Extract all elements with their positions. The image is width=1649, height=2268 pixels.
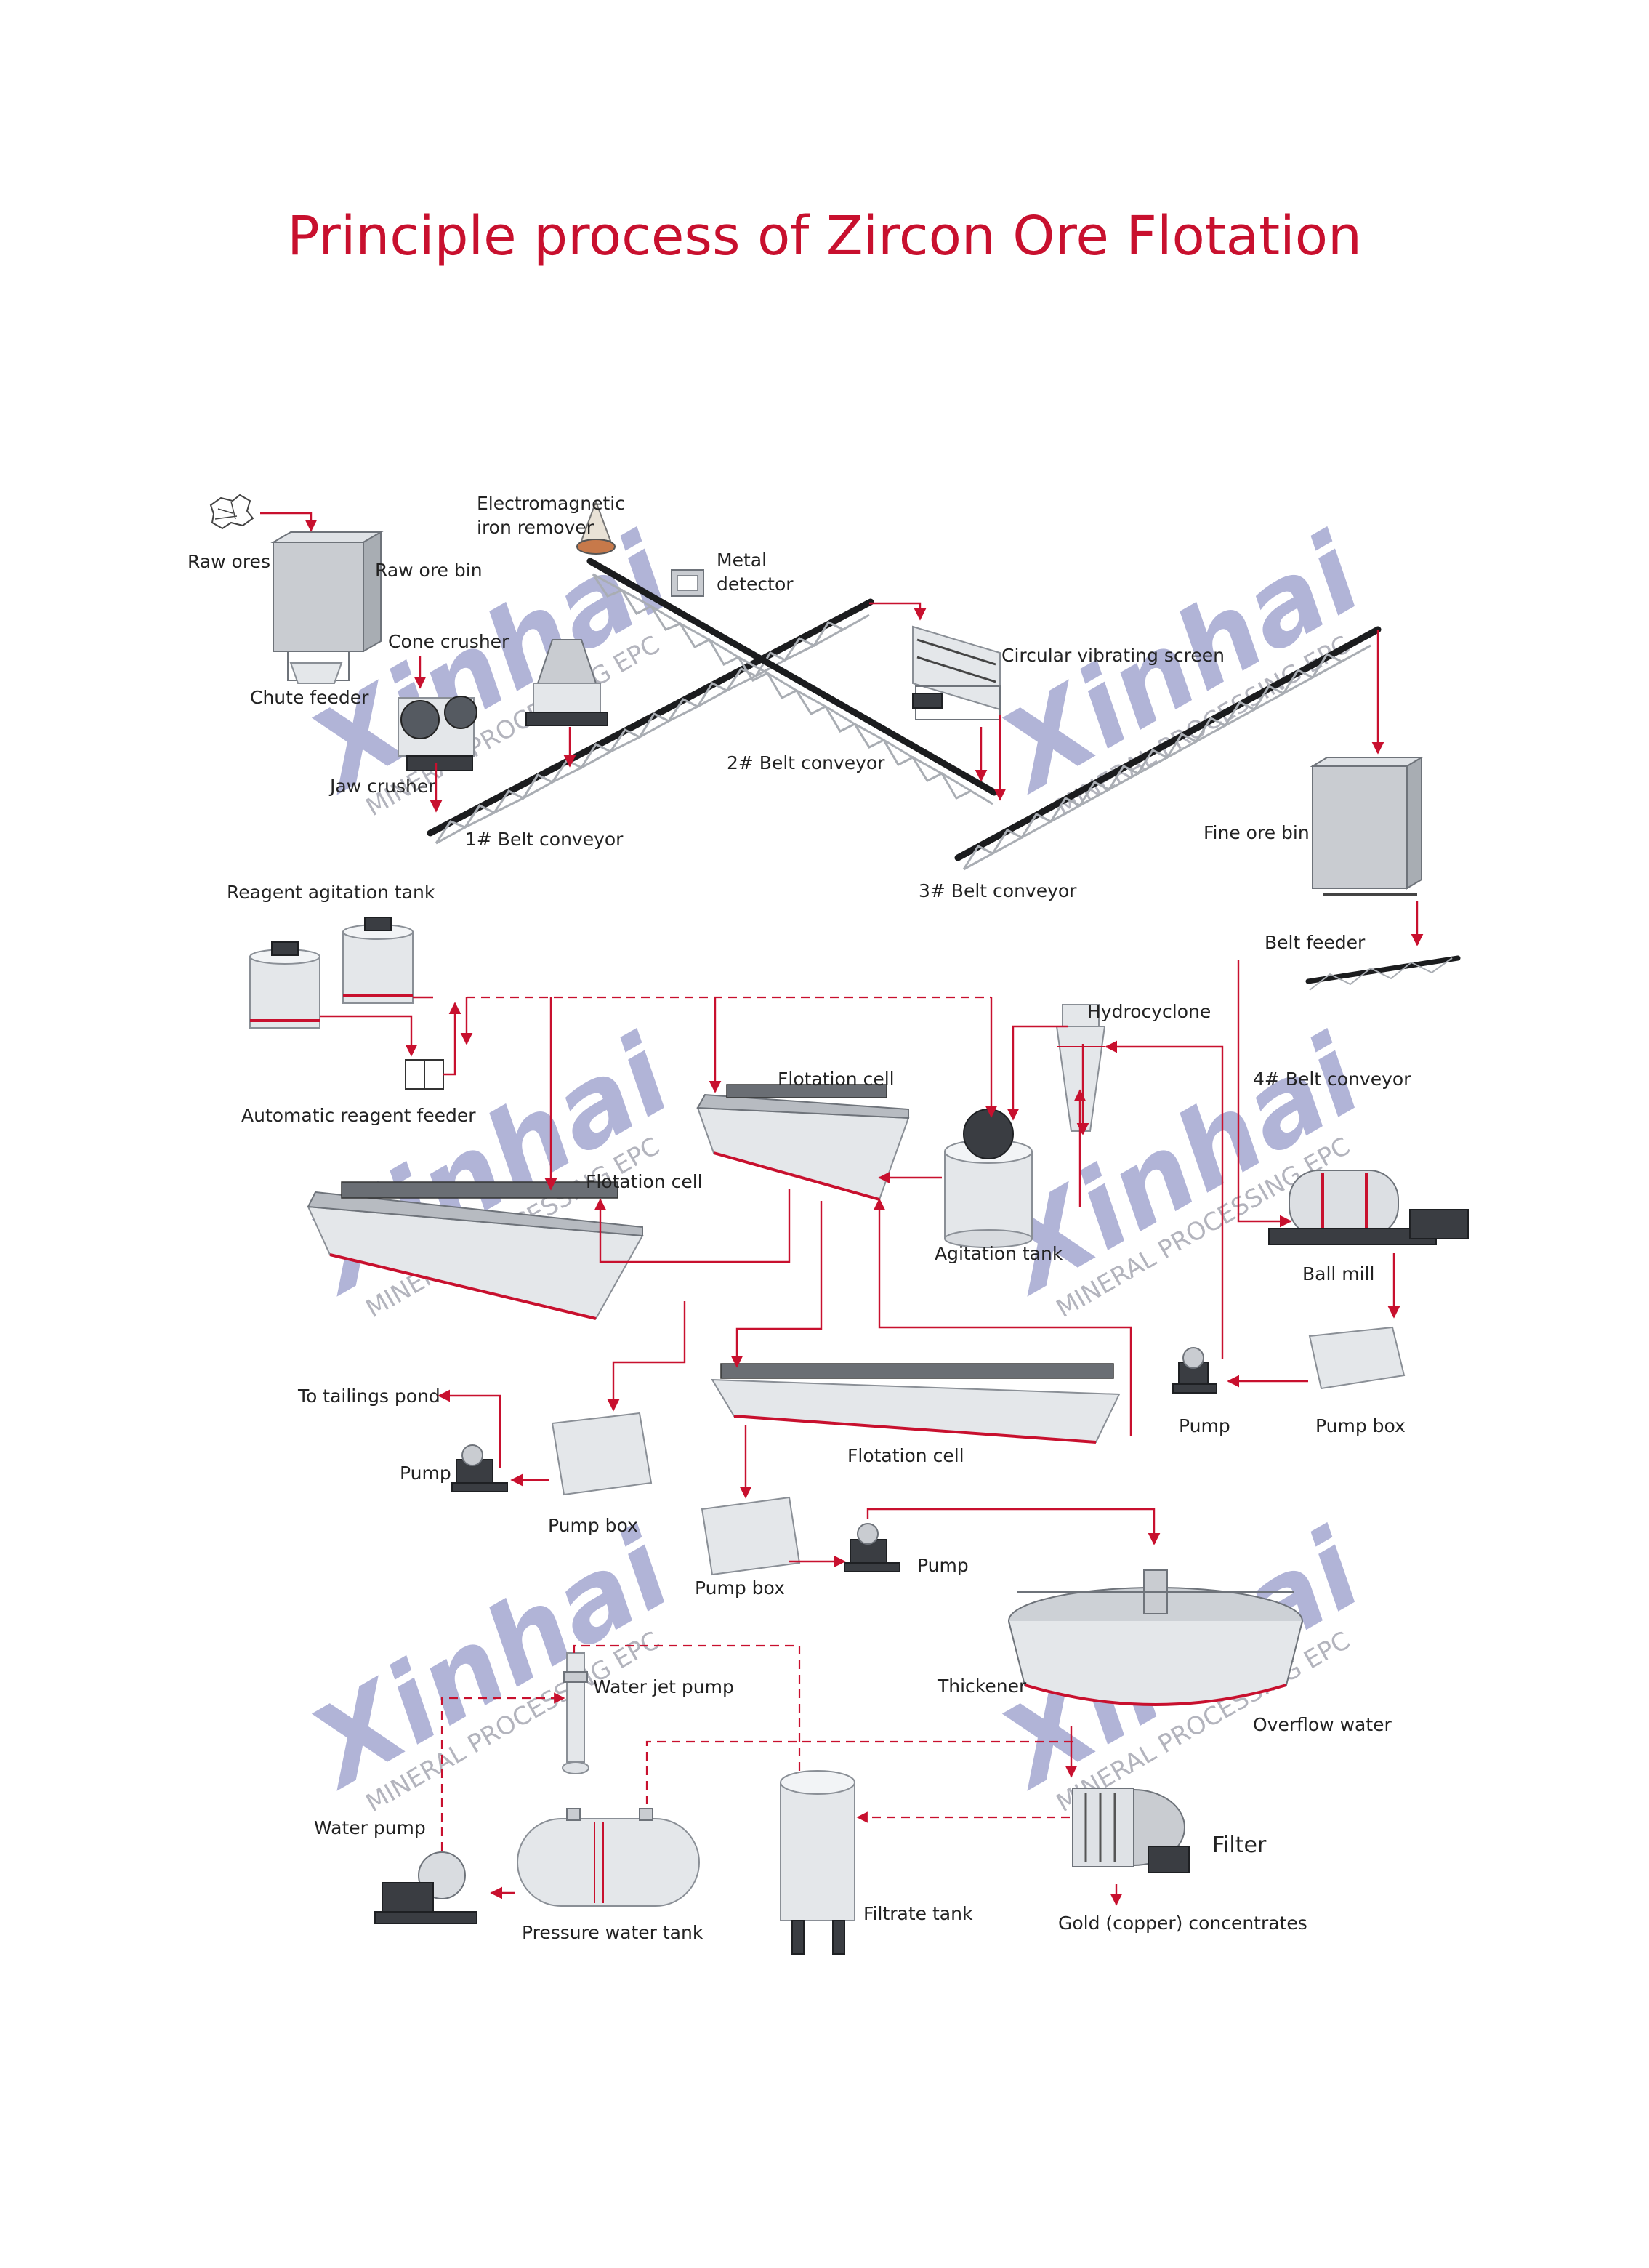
dewatering-flow-lines [440,1644,1123,1906]
pump-center [844,1523,900,1572]
filter-label: Filter [1212,1833,1267,1858]
flotation-cell-left [307,1181,644,1320]
flotation-cell-top-label: Flotation cell [778,1069,895,1090]
thickener-label: Thickener [937,1676,1027,1697]
fine-ore-bin [1310,756,1424,896]
metal-detector [671,569,704,597]
pump-box-right [1308,1326,1406,1390]
belt-conveyor-1 [427,598,874,845]
to-tailings-pond-label: To tailings pond [297,1386,440,1407]
reagent-agitation-tank-label: Reagent agitation tank [227,882,435,903]
belt-conveyor-2 [586,558,998,805]
raw-ores-icon [209,494,254,530]
hydrocyclone-label: Hydrocyclone [1087,1001,1211,1022]
automatic-reagent-feeder-label: Automatic reagent feeder [241,1105,476,1126]
metal-detector-label-line2: detector [717,574,794,595]
electromagnetic-iron-remover [576,499,616,555]
thickener [1008,1569,1303,1706]
flotation-cell-left-label: Flotation cell [586,1171,703,1192]
circular-vibrating-screen-label: Circular vibrating screen [1001,645,1225,666]
raw-ore-bin-label: Raw ore bin [375,560,483,581]
electromagnetic-label-line1: Electromagnetic [477,493,625,514]
circular-vibrating-screen [912,625,1001,720]
ball-mill-label: Ball mill [1302,1263,1375,1284]
pump-right-label: Pump [1179,1415,1230,1436]
hydrocyclone [1055,1004,1106,1132]
pump-box-center [701,1496,801,1576]
crushing-flow-lines [260,512,1424,946]
cone-crusher-label: Cone crusher [388,631,509,652]
page-title: Principle process of Zircon Ore Flotatio… [287,205,1362,268]
belt-conveyor-3-label: 3# Belt conveyor [919,880,1077,901]
belt-conveyor-2-label: 2# Belt conveyor [727,752,885,773]
raw-ores-label: Raw ores [188,551,270,572]
belt-conveyor-3 [954,626,1382,871]
pump-left-label: Pump [400,1463,451,1484]
automatic-reagent-feeder [405,1059,444,1090]
pressure-water-tank-label: Pressure water tank [522,1922,703,1943]
pump-right [1172,1347,1217,1394]
flotation-cell-bottom-label: Flotation cell [847,1445,964,1466]
belt-feeder [1305,955,1461,991]
belt-conveyor-1-label: 1# Belt conveyor [465,829,624,850]
pump-center-label: Pump [917,1555,969,1576]
ball-mill [1268,1170,1469,1245]
pump-box-left [551,1412,653,1496]
pump-left [451,1444,508,1492]
chute-feeder [289,662,343,684]
belt-conveyor-4-label: 4# Belt conveyor [1253,1069,1411,1090]
filtrate-tank [780,1770,855,1955]
water-jet-pump-label: Water jet pump [593,1676,734,1697]
fine-ore-bin-label: Fine ore bin [1204,822,1310,843]
electromagnetic-label-line2: iron remover [477,517,594,538]
cone-crusher [525,639,608,726]
jaw-crusher [398,696,477,771]
chute-feeder-label: Chute feeder [250,687,369,708]
flotation-flow-lines [320,960,1400,1568]
water-pump [374,1851,477,1924]
metal-detector-label-line1: Metal [717,550,767,571]
reagent-agitation-tank [249,917,414,1029]
filtrate-tank-label: Filtrate tank [863,1903,973,1924]
raw-ore-bin [270,531,384,681]
belt-feeder-label: Belt feeder [1265,932,1366,953]
water-jet-pump [562,1652,589,1774]
water-pump-label: Water pump [314,1817,426,1838]
pressure-water-tank [517,1808,700,1907]
pump-box-left-label: Pump box [548,1515,638,1536]
agitation-tank-label: Agitation tank [935,1243,1063,1264]
flotation-cell-top [696,1084,910,1201]
agitation-tank [944,1109,1033,1248]
pump-box-center-label: Pump box [695,1577,785,1599]
jaw-crusher-label: Jaw crusher [328,776,436,797]
pump-box-right-label: Pump box [1315,1415,1406,1436]
concentrates-label: Gold (copper) concentrates [1058,1913,1307,1934]
flotation-cell-bottom [711,1363,1121,1444]
overflow-water-label: Overflow water [1253,1714,1392,1735]
filter [1072,1788,1190,1873]
